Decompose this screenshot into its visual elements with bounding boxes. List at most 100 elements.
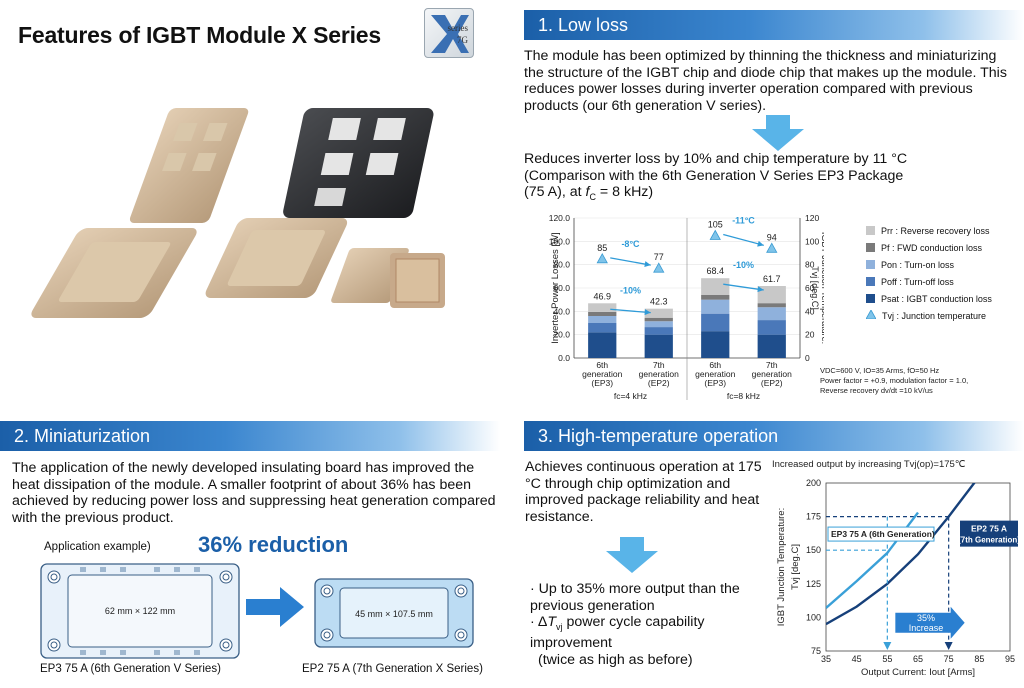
down-arrow-icon-2: [606, 537, 658, 573]
x-tick-label: 85: [974, 654, 984, 664]
bar-segment: [701, 278, 730, 295]
y2-tick-label: 0: [805, 353, 810, 363]
annotation-arrow-head: [757, 286, 764, 293]
bar-total-label: 61.7: [763, 274, 781, 284]
x-tick-label: 35: [821, 654, 831, 664]
category-label: 6th: [709, 360, 721, 370]
section-miniaturization-heading: 2. Miniaturization: [0, 421, 500, 451]
loss-reduction-label: -10%: [733, 260, 754, 270]
right-arrow-icon: [246, 587, 304, 627]
bar-segment: [701, 299, 730, 314]
result-line-3: (75 A), at fC = 8 kHz): [524, 184, 1016, 205]
temp-reduction-label: -11°C: [732, 216, 755, 226]
bullet2-T: T: [547, 614, 557, 630]
category-label: 6th: [596, 360, 608, 370]
y2-tick-label: 100: [805, 236, 819, 246]
bullet2-post: power cycle capability improvement: [530, 614, 705, 652]
bar-segment: [757, 334, 786, 358]
condition-line-1: VDC=600 V, IO=35 Arms, fO=50 Hz: [820, 366, 940, 375]
legend-item: Pon : Turn-on loss: [866, 256, 1016, 273]
temp-reduction-label: -8°C: [621, 239, 640, 249]
legend-label: Poff : Turn-off loss: [881, 276, 954, 287]
ep2-label-2: (7th Generation): [958, 536, 1020, 545]
y-tick-label: 200: [806, 478, 821, 488]
page-title: Features of IGBT Module X Series: [18, 22, 381, 48]
legend-swatch: [866, 243, 875, 252]
bar-segment: [701, 331, 730, 358]
ep2-label: EP2 75 A: [971, 524, 1007, 534]
loss-legend: Prr : Reverse recovery loss Pf : FWD cond…: [865, 222, 1016, 324]
y-tick-label: 120.0: [549, 213, 571, 223]
bullet-output: · Up to 35% more output than the previou…: [530, 581, 740, 614]
legend-label: Psat : IGBT conduction loss: [881, 293, 992, 304]
category-label: generation: [695, 369, 735, 379]
ep2-dims: 45 mm × 107.5 mm: [355, 609, 433, 619]
bar-total-label: 68.4: [706, 266, 724, 276]
y2-axis-label: IGBT Junction Temperature:: [820, 232, 824, 344]
y-tick-label: 80.0: [553, 260, 570, 270]
bullet2-sub: vj: [556, 621, 563, 632]
category-label: 7th: [766, 360, 778, 370]
bar-segment: [701, 313, 730, 332]
legend-swatch: [866, 294, 875, 303]
category-label: 7th: [653, 360, 665, 370]
bar-segment: [701, 295, 730, 300]
category-label: generation: [639, 369, 679, 379]
legend-swatch: [866, 277, 875, 286]
legend-swatch: [866, 260, 875, 269]
x-tick-label: 55: [882, 654, 892, 664]
ep3-dims: 62 mm × 122 mm: [105, 606, 175, 616]
y-tick-label: 0.0: [558, 353, 570, 363]
legend-item: Tvj : Junction temperature: [865, 307, 1016, 324]
annotation-arrow-head: [757, 240, 764, 247]
bar-segment: [588, 323, 617, 333]
product-photo: [31, 108, 445, 318]
loss-reduction-label: -10%: [620, 285, 641, 295]
annotation-arrow-line: [723, 233, 764, 246]
y-tick-label: 125: [806, 579, 821, 589]
section-low-loss-heading: 1. Low loss: [524, 10, 1024, 40]
ep3-label: EP3 75 A (6th Generation): [831, 529, 935, 539]
tvj-value-label: 77: [654, 252, 664, 262]
high-temp-body: Achieves continuous operation at 175 °C …: [525, 459, 762, 525]
low-loss-result: Reduces inverter loss by 10% and chip te…: [524, 151, 1016, 205]
tvj-value-label: 94: [767, 232, 777, 242]
legend-item: Pf : FWD conduction loss: [866, 239, 1016, 256]
y-tick-label: 75: [811, 646, 821, 656]
y-tick-label: 20.0: [553, 330, 570, 340]
bar-segment: [644, 334, 673, 358]
legend-label: Pf : FWD conduction loss: [881, 242, 983, 253]
marker-arrowhead: [944, 642, 953, 650]
y2-tick-label: 80: [805, 260, 815, 270]
y-tick-label: 40.0: [553, 306, 570, 316]
ep3-label-frame: [827, 526, 935, 542]
y-tick-label: 175: [806, 512, 821, 522]
result-line-3-pre: (75 A), at: [524, 184, 586, 200]
bullet-power-cycle-tail: (twice as high as before): [538, 651, 693, 668]
result-line-2: (Comparison with the 6th Generation V Se…: [524, 167, 904, 184]
group-label: fc=8 kHz: [727, 391, 760, 401]
section-high-temp-heading: 3. High-temperature operation: [524, 421, 1024, 451]
bar-segment: [757, 286, 786, 304]
y2-axis-label-2: Tvj [deg.C]: [810, 266, 820, 310]
legend-item: Prr : Reverse recovery loss: [866, 222, 1016, 239]
result-sub: C: [589, 191, 596, 202]
bar-total-label: 46.9: [593, 291, 611, 301]
tvj-marker: [653, 262, 665, 273]
bar-segment: [757, 320, 786, 335]
category-label: generation: [582, 369, 622, 379]
legend-label: Prr : Reverse recovery loss: [881, 225, 990, 236]
legend-item: Psat : IGBT conduction loss: [866, 290, 1016, 307]
result-line-3-post: = 8 kHz): [595, 184, 654, 200]
increase-label: 35%: [917, 613, 935, 623]
bar-segment: [588, 332, 617, 358]
bar-segment: [588, 311, 617, 316]
tvj-marker: [766, 242, 778, 253]
legend-triangle-icon: [865, 309, 877, 321]
bar-segment: [757, 307, 786, 321]
logo-gen: 7G: [457, 35, 468, 45]
legend-swatch: [866, 226, 875, 235]
bar-total-label: 42.3: [650, 297, 668, 307]
logo-series: series: [447, 23, 469, 33]
